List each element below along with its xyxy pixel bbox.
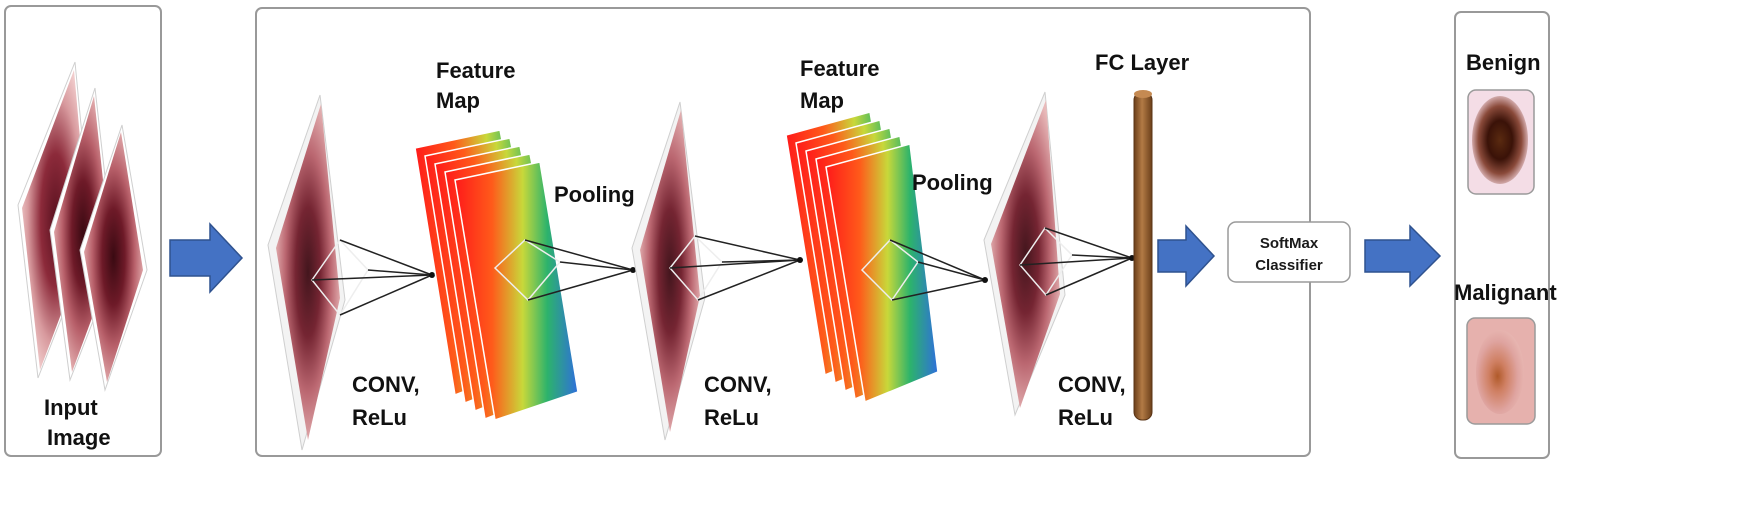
input-image-stack [17,61,148,392]
arrow-icon [1157,224,1216,288]
conv-label-1-line2: ReLu [352,405,407,430]
input-slice-3 [79,124,148,392]
softmax-label-line1: SoftMax [1260,235,1319,252]
feature-map-stack-2 [785,111,988,404]
feature-map-stack-1 [414,129,636,421]
conv-label-3-line1: CONV, [1058,372,1126,397]
fc-layer [1133,90,1153,421]
input-label-line2: Image [47,425,111,450]
feature-map-label-1-line2: Map [436,88,480,113]
conv-label-2-line2: ReLu [704,405,759,430]
conv-label-1-line1: CONV, [352,372,420,397]
fc-layer-label: FC Layer [1095,50,1190,75]
arrow-icon [169,222,244,294]
softmax-label-line2: Classifier [1255,257,1323,274]
malignant-image [1466,317,1536,425]
feature-map-label-1-line1: Feature [436,58,515,83]
softmax-classifier-box [1227,221,1351,283]
pooling-label-1: Pooling [554,182,635,207]
benign-image [1467,89,1535,195]
conv-image-2 [631,101,803,441]
feature-map-label-2-line1: Feature [800,56,879,81]
conv-image-3 [983,91,1135,417]
malignant-label: Malignant [1454,280,1557,305]
conv-label-2-line1: CONV, [704,372,772,397]
benign-label: Benign [1466,50,1541,75]
input-label-line1: Input [44,395,98,420]
conv-label-3-line2: ReLu [1058,405,1113,430]
conv-image-1 [267,94,435,451]
feature-map-label-2-line2: Map [800,88,844,113]
arrow-icon [1364,224,1442,288]
pooling-label-2: Pooling [912,170,993,195]
